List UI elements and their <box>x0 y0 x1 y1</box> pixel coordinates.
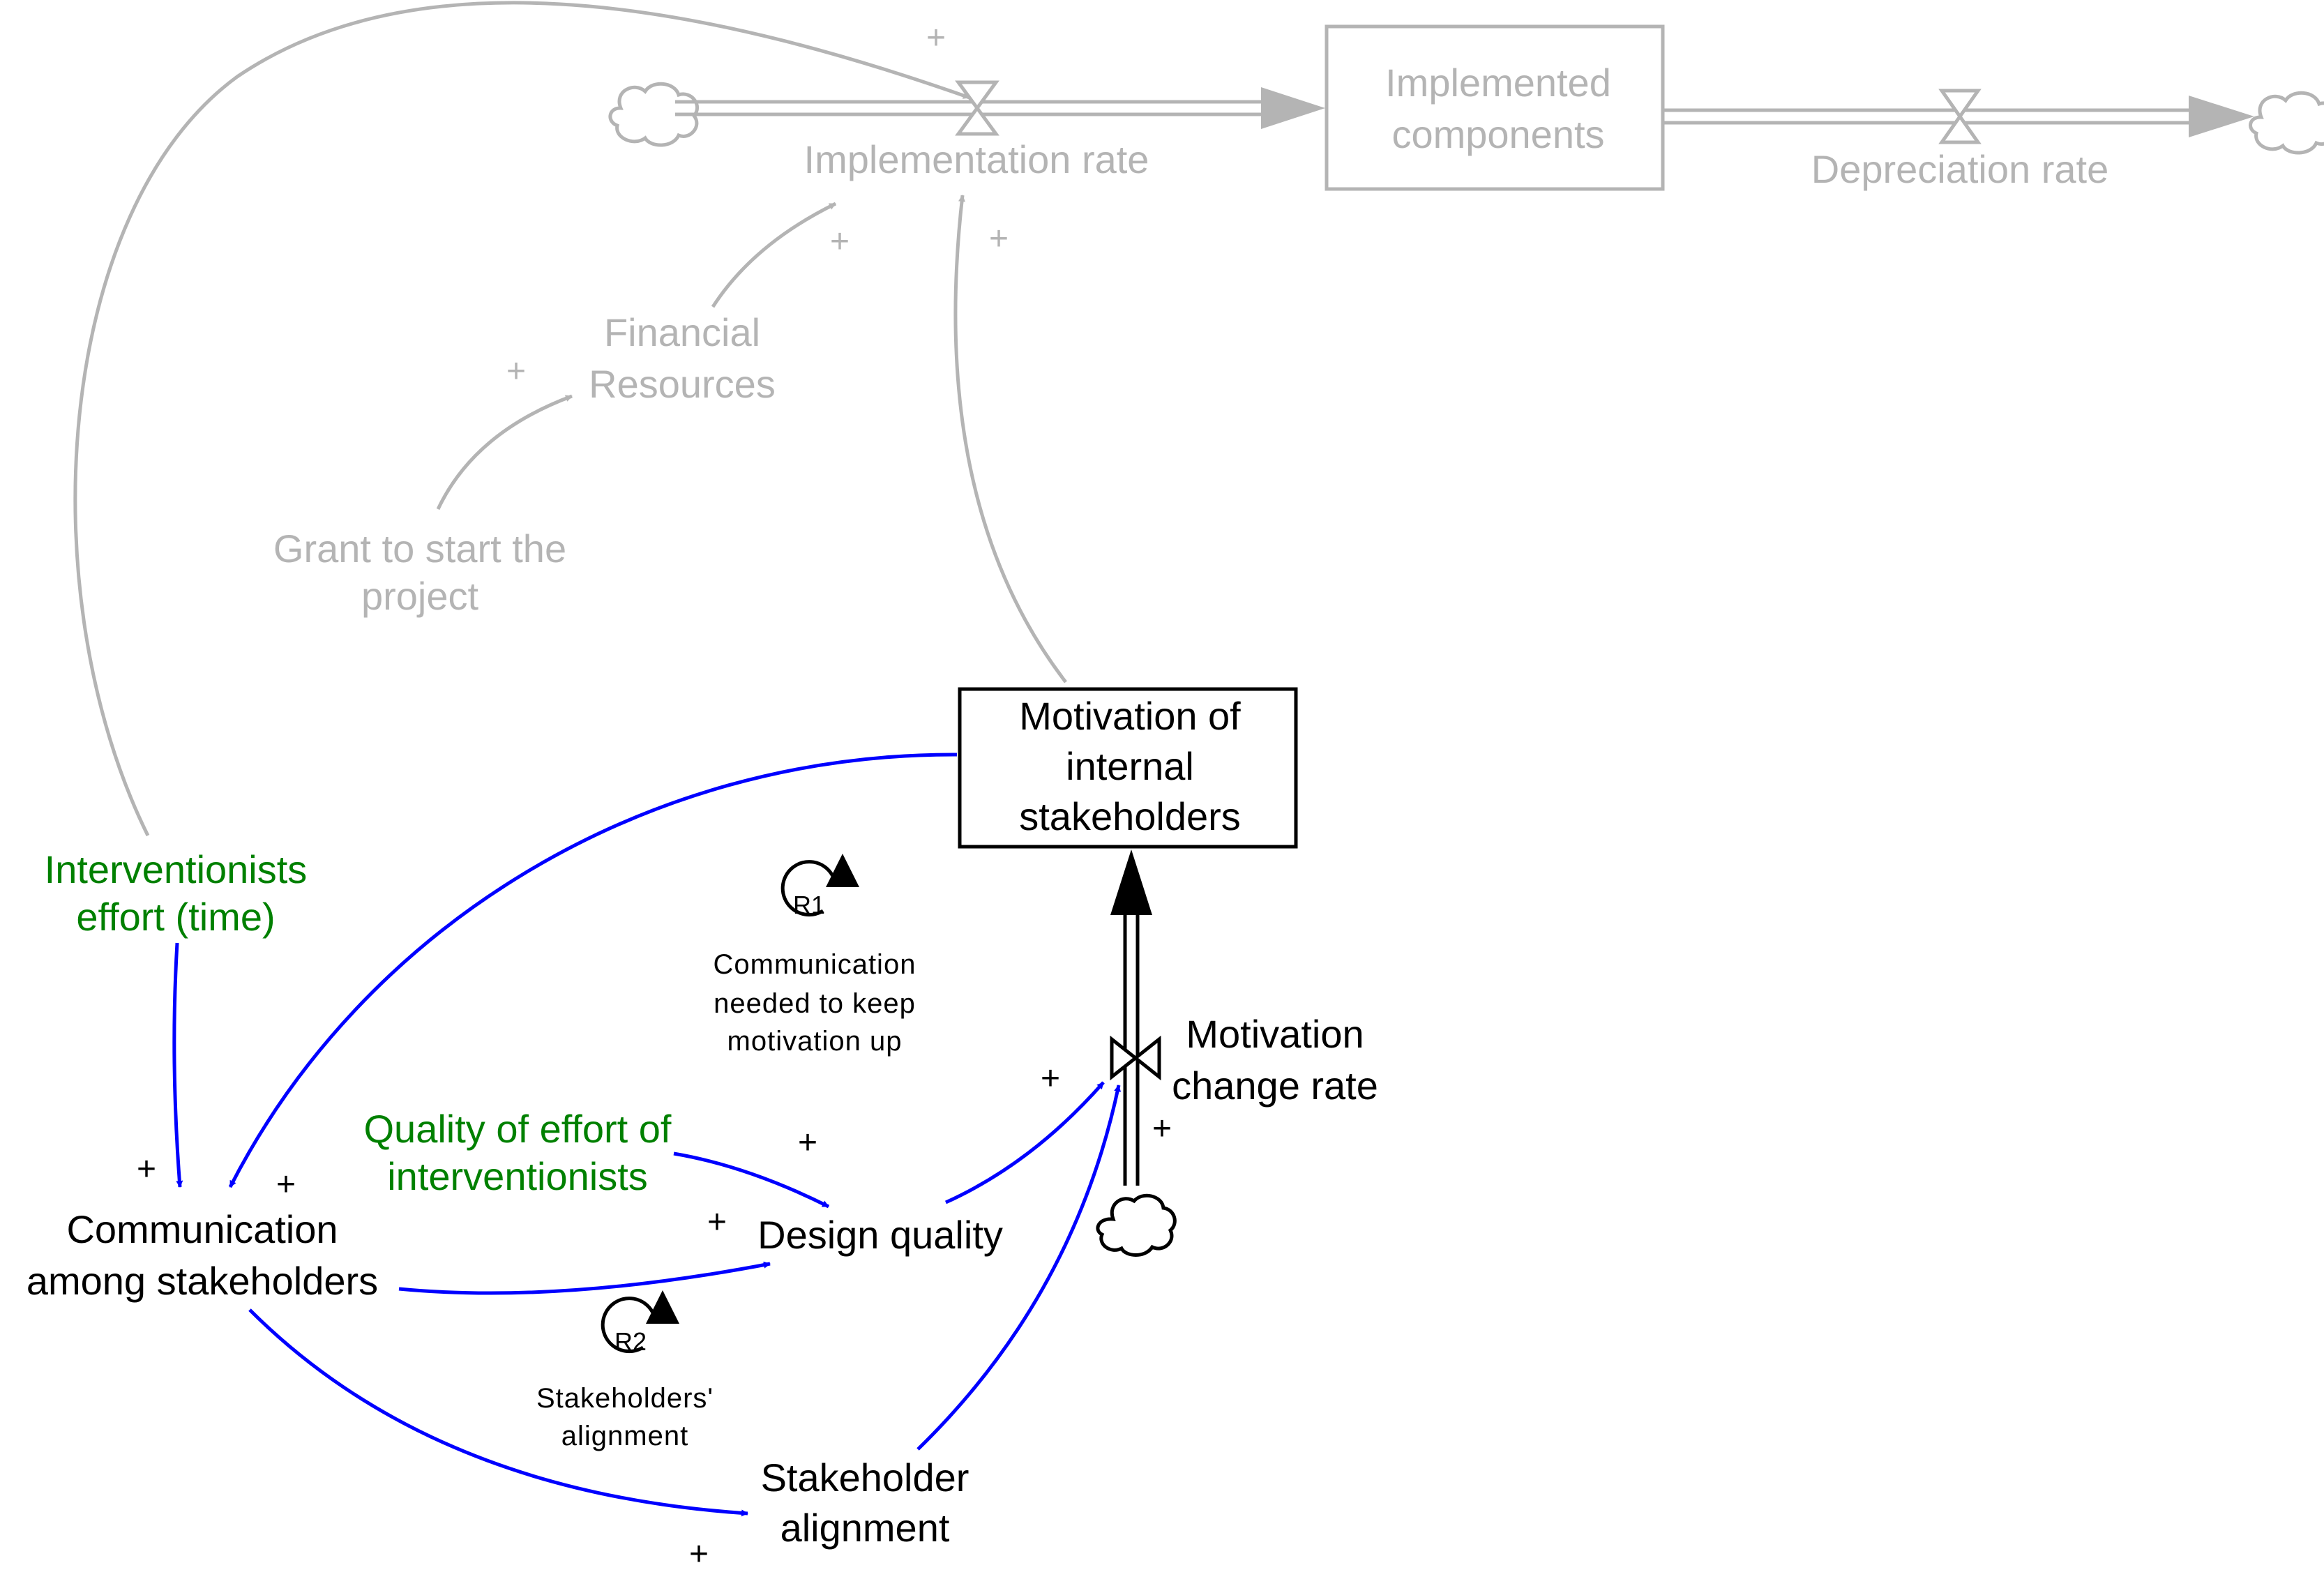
sink-cloud-icon <box>2249 91 2324 155</box>
financial-resources-label-2: Resources <box>589 362 776 406</box>
motivation-change-rate-label-1: Motivation <box>1186 1012 1364 1056</box>
loop-r2-text-1: Stakeholders' <box>536 1383 714 1414</box>
implemented-components-label-1: Implemented <box>1385 61 1611 105</box>
loop-r2-text-2: alignment <box>561 1421 688 1451</box>
source-cloud-icon <box>608 82 700 147</box>
polarity-sign: + <box>989 220 1009 257</box>
loop-r2-icon <box>601 1290 679 1354</box>
link-financial-to-implementation <box>711 202 837 308</box>
implementation-flow-pipe <box>675 87 1325 129</box>
communication-label-1: Communication <box>66 1207 338 1251</box>
polarity-sign: + <box>707 1204 727 1241</box>
motivation-change-rate-label-2: change rate <box>1172 1064 1378 1108</box>
implementation-rate-label: Implementation rate <box>804 137 1149 181</box>
depreciation-valve-icon <box>1938 89 1982 144</box>
interventionists-effort-label-2: effort (time) <box>76 895 275 939</box>
loop-r1-tag: R1 <box>793 891 825 919</box>
motivation-stock-label-2: internal <box>1066 744 1194 788</box>
polarity-sign: + <box>137 1151 156 1188</box>
loop-r1-text-1: Communication <box>714 949 916 980</box>
motivation-source-cloud-icon <box>1096 1193 1177 1257</box>
loop-r2-tag: R2 <box>614 1327 647 1356</box>
polarity-sign: + <box>798 1124 817 1161</box>
loop-r1-text-3: motivation up <box>727 1026 903 1057</box>
link-grant-to-financial <box>436 394 573 511</box>
polarity-sign: + <box>926 20 946 56</box>
stakeholder-alignment-label-2: alignment <box>780 1506 950 1550</box>
implemented-components-label-2: components <box>1391 112 1604 156</box>
depreciation-rate-label: Depreciation rate <box>1811 147 2108 191</box>
link-quality-to-design <box>673 1151 830 1209</box>
link-effort-to-communication <box>172 942 183 1188</box>
financial-resources-label-1: Financial <box>604 310 760 354</box>
link-alignment-to-motivation-rate <box>916 1085 1122 1451</box>
implemented-components-box <box>1325 24 1665 191</box>
polarity-sign: + <box>276 1166 296 1203</box>
implementation-valve-icon <box>955 80 999 136</box>
depreciation-flow-pipe <box>1664 96 2254 137</box>
motivation-stock-box <box>958 687 1298 849</box>
link-motivation-to-implementation <box>953 195 1067 683</box>
quality-of-effort-label-2: interventionists <box>387 1154 648 1198</box>
motivation-stock-label-3: stakeholders <box>1019 794 1241 838</box>
loop-r1-text-2: needed to keep <box>714 988 916 1019</box>
link-effort-to-implementation <box>73 1 970 837</box>
motivation-flow-pipe <box>1110 849 1152 1186</box>
loop-r1-icon <box>780 854 859 917</box>
polarity-sign: + <box>689 1536 709 1573</box>
grant-label-2: project <box>361 574 479 618</box>
communication-label-2: among stakeholders <box>27 1259 378 1303</box>
polarity-sign: + <box>1152 1110 1172 1147</box>
polarity-sign: + <box>1041 1060 1060 1097</box>
stakeholder-alignment-label-1: Stakeholder <box>761 1456 969 1499</box>
interventionists-effort-label-1: Interventionists <box>45 847 308 891</box>
link-motivation-to-communication <box>228 753 958 1188</box>
link-design-to-motivation-rate <box>944 1081 1105 1204</box>
link-communication-to-design <box>398 1261 771 1295</box>
design-quality-label: Design quality <box>757 1213 1003 1257</box>
grant-label-1: Grant to start the <box>273 527 566 571</box>
link-communication-to-alignment <box>248 1308 748 1517</box>
polarity-sign: + <box>830 223 850 260</box>
quality-of-effort-label-1: Quality of effort of <box>364 1107 672 1151</box>
motivation-valve-icon <box>1110 1035 1161 1081</box>
motivation-stock-label-1: Motivation of <box>1019 694 1241 738</box>
polarity-sign: + <box>506 353 526 390</box>
